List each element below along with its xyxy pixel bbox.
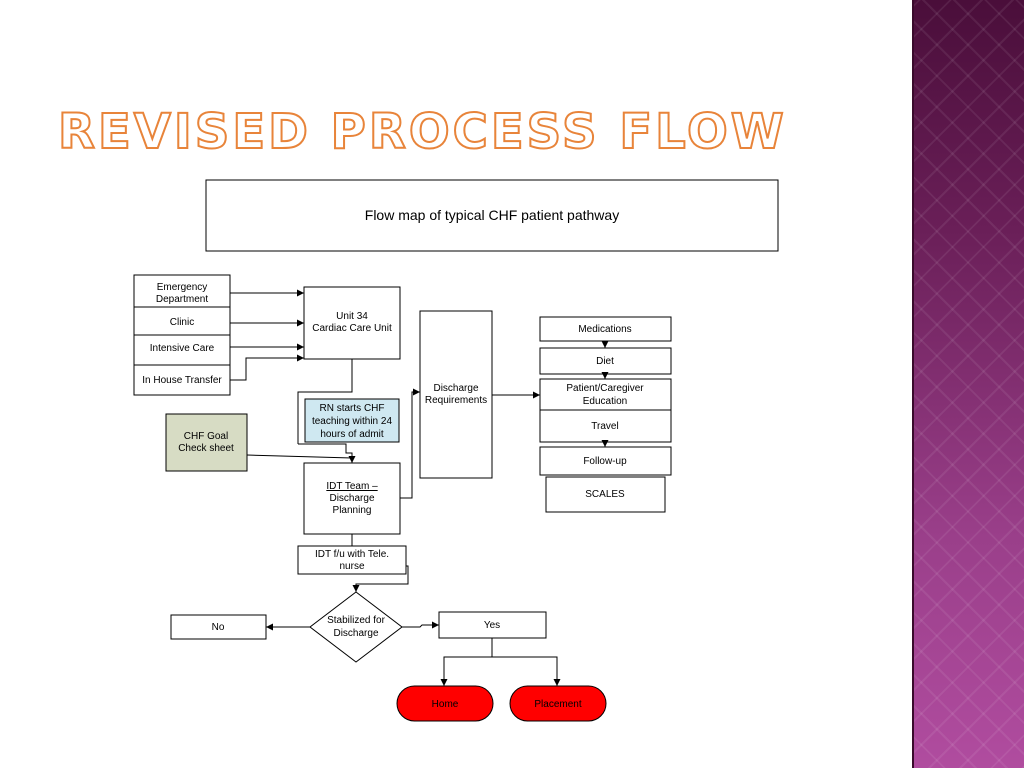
- unit34-line-2: Cardiac Care Unit: [312, 323, 392, 334]
- chf-goal-box: CHF Goal Check sheet: [165, 413, 248, 472]
- yes-text: Yes: [484, 620, 500, 631]
- discharge-req-line-2: Requirements: [425, 395, 487, 406]
- idt-followup-line-1: IDT f/u with Tele.: [315, 549, 389, 560]
- idt-team-box: IDT Team – Discharge Planning: [303, 462, 401, 535]
- unit34-box: Unit 34 Cardiac Care Unit: [303, 286, 401, 360]
- arrow-decision-to-yes: [402, 621, 439, 629]
- discharge-req-line-1: Discharge: [433, 383, 478, 394]
- scales-text: SCALES: [585, 489, 625, 500]
- decision-line-2: Discharge: [333, 628, 378, 639]
- decision-diamond: Stabilized for Discharge: [309, 591, 403, 663]
- medications-text: Medications: [578, 324, 631, 335]
- chf-goal-line-2: Check sheet: [178, 443, 234, 454]
- home-fill: [396, 685, 494, 722]
- rn-teaching-line-3: hours of admit: [320, 429, 384, 440]
- diet-text: Diet: [596, 356, 614, 367]
- scales-box: SCALES: [545, 476, 666, 513]
- education-line-2: Education: [583, 396, 627, 407]
- idt-team-line-2: Discharge: [329, 493, 374, 504]
- idt-followup-line-2: nurse: [339, 561, 364, 572]
- followup-box: Follow-up: [539, 446, 672, 476]
- rn-teaching-line-2: teaching within 24: [312, 416, 392, 427]
- connector-goal-to-idt: [246, 454, 353, 459]
- chf-goal-line-1: CHF Goal: [184, 431, 228, 442]
- header-box: Flow map of typical CHF patient pathway: [205, 179, 779, 252]
- arrow-teaching-to-idt: [298, 443, 356, 463]
- education-line-1: Patient/Caregiver: [566, 383, 644, 394]
- medications-box: Medications: [539, 316, 672, 342]
- emergency-line-1: Emergency: [157, 282, 208, 293]
- idt-team-line-1: IDT Team –: [326, 481, 378, 492]
- header-text: Flow map of typical CHF patient pathway: [365, 207, 619, 223]
- clinic-box: Clinic: [133, 306, 231, 336]
- rn-teaching-line-1: RN starts CHF: [320, 403, 385, 414]
- travel-text: Travel: [591, 421, 618, 432]
- followup-text: Follow-up: [583, 456, 627, 467]
- emergency-line-2: Department: [156, 294, 208, 305]
- unit34-line-1: Unit 34: [336, 311, 368, 322]
- no-text: No: [212, 622, 225, 633]
- process-flow-diagram: Flow map of typical CHF patient pathway …: [133, 179, 779, 722]
- intensive-care-text: Intensive Care: [150, 343, 215, 354]
- placement-fill: [509, 685, 607, 722]
- rn-teaching-fill: [304, 398, 400, 443]
- arrow-transfer-to-unit34: [230, 354, 304, 381]
- travel-box: Travel: [539, 409, 672, 443]
- placement-text: Placement: [534, 699, 581, 710]
- idt-team-line-3: Planning: [333, 505, 372, 516]
- arrow-followup-to-decision: [352, 565, 409, 592]
- idt-followup-box: IDT f/u with Tele. nurse: [297, 545, 407, 575]
- intensive-care-box: Intensive Care: [133, 334, 231, 366]
- home-text: Home: [432, 699, 459, 710]
- emergency-box: Emergency Department: [133, 274, 231, 308]
- home-outcome: Home: [396, 685, 494, 722]
- clinic-text: Clinic: [170, 317, 194, 328]
- arrow-yes-to-home: [440, 638, 493, 686]
- decorative-side-panel: [912, 0, 1024, 768]
- chf-goal-fill: [165, 413, 248, 472]
- decision-line-1: Stabilized for: [327, 615, 385, 626]
- diet-box: Diet: [539, 347, 672, 375]
- in-house-transfer-text: In House Transfer: [142, 375, 222, 386]
- side-panel-edge: [912, 0, 914, 768]
- connector-unit34-to-teaching: [297, 359, 353, 444]
- no-box: No: [170, 614, 267, 640]
- in-house-transfer-box: In House Transfer: [133, 364, 231, 396]
- yes-box: Yes: [438, 611, 547, 639]
- slide-title: Revised Process Flow: [57, 103, 787, 161]
- placement-outcome: Placement: [509, 685, 607, 722]
- arrow-idt-to-discharge-req: [400, 388, 420, 499]
- discharge-requirements-box: Discharge Requirements: [419, 310, 493, 479]
- arrow-yes-to-placement: [492, 656, 561, 686]
- education-box: Patient/Caregiver Education: [539, 378, 672, 411]
- rn-teaching-box: RN starts CHF teaching within 24 hours o…: [304, 398, 400, 443]
